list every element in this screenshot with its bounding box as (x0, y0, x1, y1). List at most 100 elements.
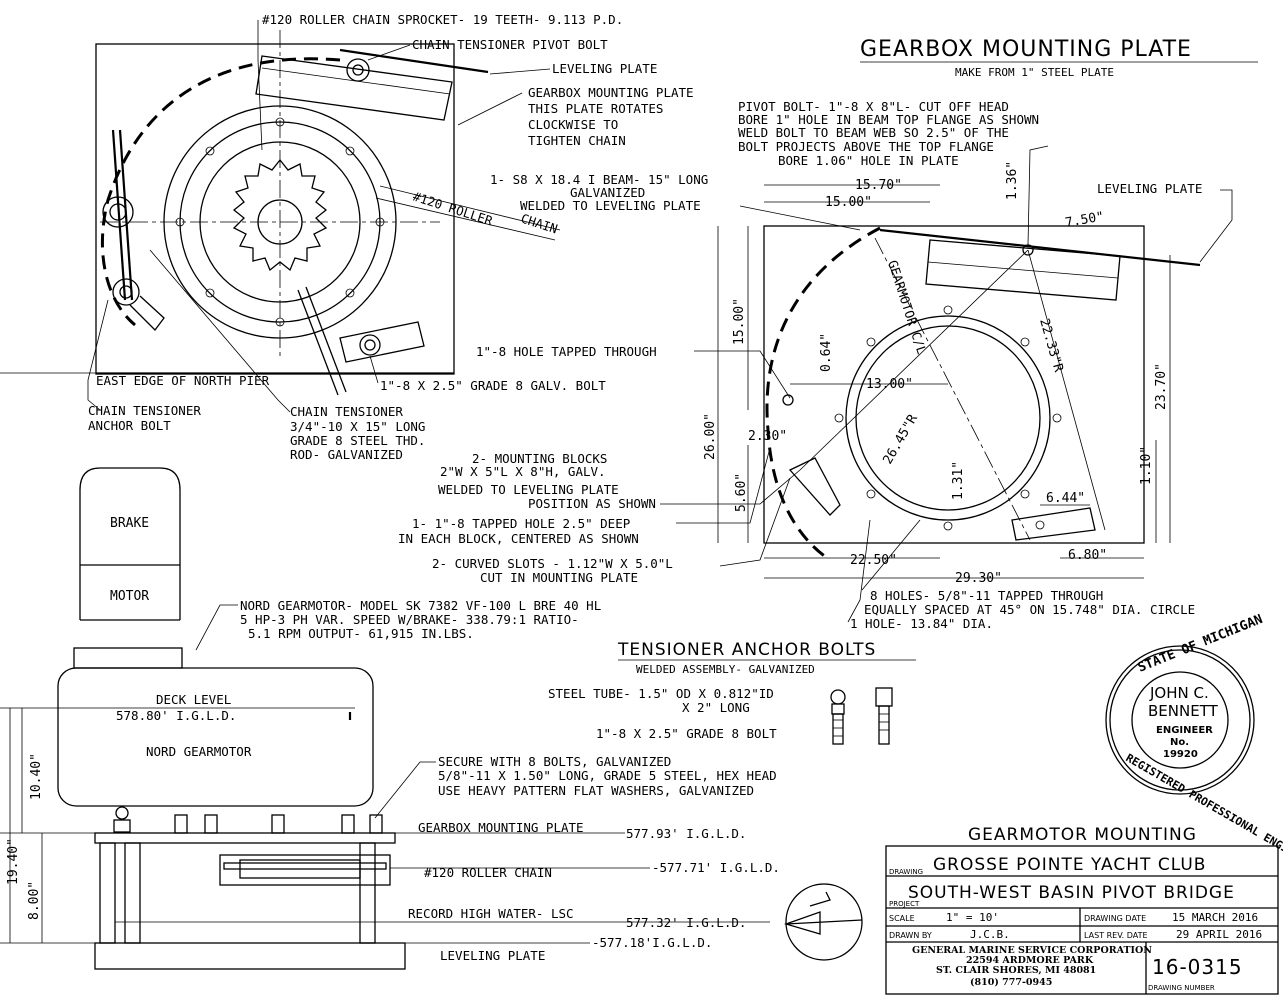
svg-text:22594 ARDMORE PARK: 22594 ARDMORE PARK (966, 955, 1094, 966)
svg-text:WELDED TO LEVELING PLATE: WELDED TO LEVELING PLATE (520, 198, 701, 213)
svg-text:LAST REV. DATE: LAST REV. DATE (1084, 931, 1148, 940)
svg-text:13.00": 13.00" (866, 377, 913, 392)
brake-label: BRAKE (110, 516, 149, 531)
elev-57732: 577.32' I.G.L.D. (626, 915, 746, 930)
dim-1040: 10.40" (29, 753, 44, 800)
tensioner-rod (111, 129, 127, 301)
svg-text:5.60": 5.60" (734, 473, 749, 512)
svg-text:22.50": 22.50" (850, 553, 897, 568)
north-arrow-symbol (783, 883, 863, 961)
mounting-plate-note: GEARBOX MOUNTING PLATE THIS PLATE ROTATE… (528, 85, 694, 148)
svg-text:26.45"R: 26.45"R (880, 412, 920, 467)
roller-chain-elev (219, 854, 391, 886)
leveling-plate-label: LEVELING PLATE (552, 61, 657, 76)
svg-text:1.10": 1.10" (1139, 446, 1154, 485)
svg-text:6.44": 6.44" (1046, 491, 1085, 506)
svg-text:5/8"-11 X 1.50" LONG, GRADE 5: 5/8"-11 X 1.50" LONG, GRADE 5 STEEL, HEX… (438, 768, 777, 783)
svg-text:ENGINEER: ENGINEER (1156, 725, 1213, 736)
record-high-label: RECORD HIGH WATER- LSC (408, 906, 574, 921)
hole-tapped-label: 1"-8 HOLE TAPPED THROUGH (476, 344, 657, 359)
svg-text:1.31": 1.31" (951, 461, 966, 500)
svg-text:DRAWING: DRAWING (889, 868, 923, 876)
leveling-plate (255, 55, 453, 121)
drawing-date: 15 MARCH 2016 (1172, 911, 1258, 924)
elev-57793: 577.93' I.G.L.D. (626, 826, 746, 841)
revision-date: 29 APRIL 2016 (1176, 928, 1262, 941)
plate-bolt-holes (834, 305, 1062, 531)
svg-text:15.00": 15.00" (732, 298, 747, 345)
svg-text:DRAWING NUMBER: DRAWING NUMBER (1148, 984, 1215, 992)
mounting-plate-drawing (660, 145, 1233, 623)
anchor-subtitle: WELDED ASSEMBLY- GALVANIZED (636, 663, 815, 676)
plate-dimensions: 15.70" 15.00" 1.36" 7.50" 15.00" 0.64" 1… (703, 161, 1169, 586)
leveling-plate-elev-label: LEVELING PLATE (440, 948, 545, 963)
scale-value: 1" = 10' (946, 911, 999, 924)
svg-text:2"W X 5"L X 8"H, GALV.: 2"W X 5"L X 8"H, GALV. (440, 464, 606, 479)
brake-motor-housing (79, 467, 181, 620)
svg-text:2- CURVED SLOTS - 1.12"W X 5.0: 2- CURVED SLOTS - 1.12"W X 5.0"L (432, 556, 673, 571)
plate-subtitle: MAKE FROM 1" STEEL PLATE (955, 66, 1114, 79)
main-bore (845, 315, 1051, 521)
plate-title: GEARBOX MOUNTING PLATE (860, 37, 1192, 62)
svg-text:DRAWN BY: DRAWN BY (889, 931, 932, 940)
svg-text:GENERAL MARINE SERVICE CORPORA: GENERAL MARINE SERVICE CORPORATION (912, 945, 1152, 956)
anchor-bolt-note: CHAIN TENSIONER ANCHOR BOLT (88, 403, 201, 433)
leveling-plate-elev (94, 942, 406, 970)
svg-text:26.00": 26.00" (703, 413, 718, 460)
svg-text:ROD- GALVANIZED: ROD- GALVANIZED (290, 447, 403, 462)
svg-text:GRADE 8 STEEL THD.: GRADE 8 STEEL THD. (290, 433, 425, 448)
title-block: GEARMOTOR MOUNTING DRAWING GROSSE POINTE… (885, 825, 1279, 995)
svg-text:ANCHOR BOLT: ANCHOR BOLT (88, 418, 171, 433)
blocks-note: 2- MOUNTING BLOCKS 2"W X 5"L X 8"H, GALV… (438, 451, 656, 511)
svg-text:6.80": 6.80" (1068, 548, 1107, 563)
svg-text:WELD BOLT TO BEAM WEB SO 2.5": WELD BOLT TO BEAM WEB SO 2.5" OF THE (738, 125, 1009, 140)
holes-note: 8 HOLES- 5/8"-11 TAPPED THROUGH EQUALLY … (850, 588, 1195, 631)
svg-text:STATE OF MICHIGAN: STATE OF MICHIGAN (1136, 612, 1265, 676)
svg-text:WELDED TO LEVELING PLATE: WELDED TO LEVELING PLATE (438, 482, 619, 497)
i-beam (925, 239, 1121, 301)
svg-text:NORD GEARMOTOR- MODEL SK 7382: NORD GEARMOTOR- MODEL SK 7382 VF-100 L B… (240, 598, 601, 613)
svg-text:15.70": 15.70" (855, 178, 902, 193)
svg-text:SECURE WITH 8 BOLTS, GALVANIZE: SECURE WITH 8 BOLTS, GALVANIZED (438, 754, 671, 769)
svg-text:CLOCKWISE TO: CLOCKWISE TO (528, 117, 618, 132)
drawing-title: GEARMOTOR MOUNTING (968, 825, 1197, 845)
svg-text:1- S8 X 18.4 I BEAM- 15" LONG: 1- S8 X 18.4 I BEAM- 15" LONG (490, 172, 708, 187)
elev-57718: -577.18'I.G.L.D. (592, 935, 712, 950)
roller-chain-label: #120 ROLLER (411, 189, 495, 229)
dim-1940: 19.40" (6, 838, 21, 885)
svg-text:GALVANIZED: GALVANIZED (570, 185, 645, 200)
curved-slot-2 (1011, 507, 1096, 541)
dim-800: 8.00" (27, 881, 42, 920)
gearbox-plate-elev-label: GEARBOX MOUNTING PLATE (418, 820, 584, 835)
svg-text:19920: 19920 (1163, 749, 1198, 760)
svg-text:1- 1"-8 TAPPED HOLE 2.5" DEEP: 1- 1"-8 TAPPED HOLE 2.5" DEEP (412, 516, 630, 531)
gearbox-plate-outline (95, 43, 455, 375)
plate-chain-path (765, 226, 881, 562)
tensioner-note: CHAIN TENSIONER 3/4"-10 X 15" LONG GRADE… (290, 404, 425, 462)
gearmotor-body (57, 667, 374, 807)
gearmotor-cl-label: GEARMOTOR C/L (885, 258, 930, 356)
roller-chain-elev-label: #120 ROLLER CHAIN (424, 865, 552, 880)
motor-label: MOTOR (110, 589, 149, 604)
svg-text:8 HOLES- 5/8"-11 TAPPED THROUG: 8 HOLES- 5/8"-11 TAPPED THROUGH (870, 588, 1103, 603)
svg-text:X 2" LONG: X 2" LONG (682, 700, 750, 715)
svg-text:CUT IN MOUNTING PLATE: CUT IN MOUNTING PLATE (480, 570, 638, 585)
tensioner-eye (102, 196, 134, 228)
plan-view (0, 20, 561, 413)
beam-note: 1- S8 X 18.4 I BEAM- 15" LONG GALVANIZED… (490, 172, 708, 213)
svg-text:JOHN C.: JOHN C. (1149, 684, 1209, 702)
anchor-tube-note: STEEL TUBE- 1.5" OD X 0.812"ID X 2" LONG (548, 686, 774, 715)
svg-text:2- MOUNTING BLOCKS: 2- MOUNTING BLOCKS (472, 451, 607, 466)
mounting-bolts (113, 806, 383, 834)
anchor-bolt-drawings (830, 687, 893, 745)
svg-text:CHAIN TENSIONER: CHAIN TENSIONER (88, 403, 201, 418)
nord-gearmotor-label: NORD GEARMOTOR (146, 744, 252, 759)
svg-text:BORE 1" HOLE IN BEAM TOP FLANG: BORE 1" HOLE IN BEAM TOP FLANGE AS SHOWN (738, 112, 1039, 127)
tapped-hole-note: 1- 1"-8 TAPPED HOLE 2.5" DEEP IN EACH BL… (398, 516, 639, 546)
svg-text:POSITION AS SHOWN: POSITION AS SHOWN (528, 496, 656, 511)
galv-bolt-label: 1"-8 X 2.5" GRADE 8 GALV. BOLT (380, 378, 606, 393)
svg-text:3/4"-10 X 15" LONG: 3/4"-10 X 15" LONG (290, 419, 425, 434)
deck-elevation: 578.80' I.G.L.D. (116, 708, 236, 723)
secure-note: SECURE WITH 8 BOLTS, GALVANIZED 5/8"-11 … (438, 754, 777, 798)
